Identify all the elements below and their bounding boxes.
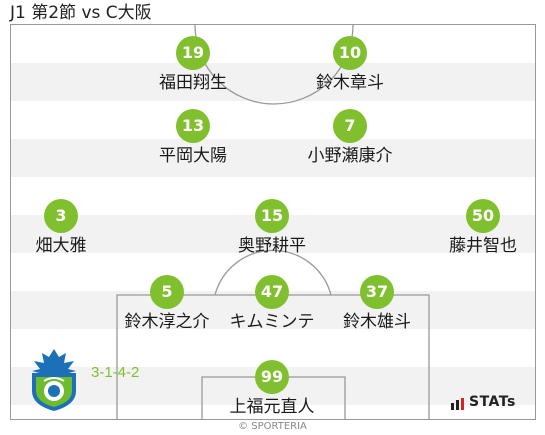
player-number-badge: 7	[333, 109, 367, 143]
stats-bars-icon	[451, 398, 464, 410]
credit-text: © SPORTERIA	[238, 421, 307, 432]
match-title: J1 第2節 vs C大阪	[10, 3, 152, 23]
player-number-badge: 50	[466, 199, 500, 233]
player-name: 畑大雅	[35, 236, 87, 256]
player-name: 鈴木雄斗	[343, 312, 411, 332]
player-number-badge: 13	[176, 109, 210, 143]
player-name: 奥野耕平	[238, 236, 306, 256]
penalty-arc	[214, 249, 332, 296]
player-number-badge: 47	[255, 275, 289, 309]
player-number-badge: 19	[176, 36, 210, 70]
player-name: キムミンテ	[229, 312, 315, 332]
player-name: 鈴木淳之介	[124, 312, 210, 332]
stats-logo-text: STATs	[469, 394, 516, 410]
player-name: 藤井智也	[449, 236, 517, 256]
formation-label: 3-1-4-2	[91, 364, 140, 381]
pitch-stripe	[11, 63, 535, 101]
player-name: 上福元直人	[229, 397, 315, 417]
player-name: 福田翔生	[159, 73, 227, 93]
player-name: 平岡大陽	[159, 146, 227, 166]
player-number-badge: 3	[44, 199, 78, 233]
player-number-badge: 10	[333, 36, 367, 70]
pitch-stripe	[11, 139, 535, 177]
player-number-badge: 99	[255, 360, 289, 394]
player-number-badge: 5	[150, 275, 184, 309]
player-number-badge: 15	[255, 199, 289, 233]
player-number-badge: 37	[360, 275, 394, 309]
player-name: 小野瀬康介	[307, 146, 393, 166]
player-name: 鈴木章斗	[316, 73, 384, 93]
shonan-bellmare-crest-icon	[32, 349, 76, 411]
